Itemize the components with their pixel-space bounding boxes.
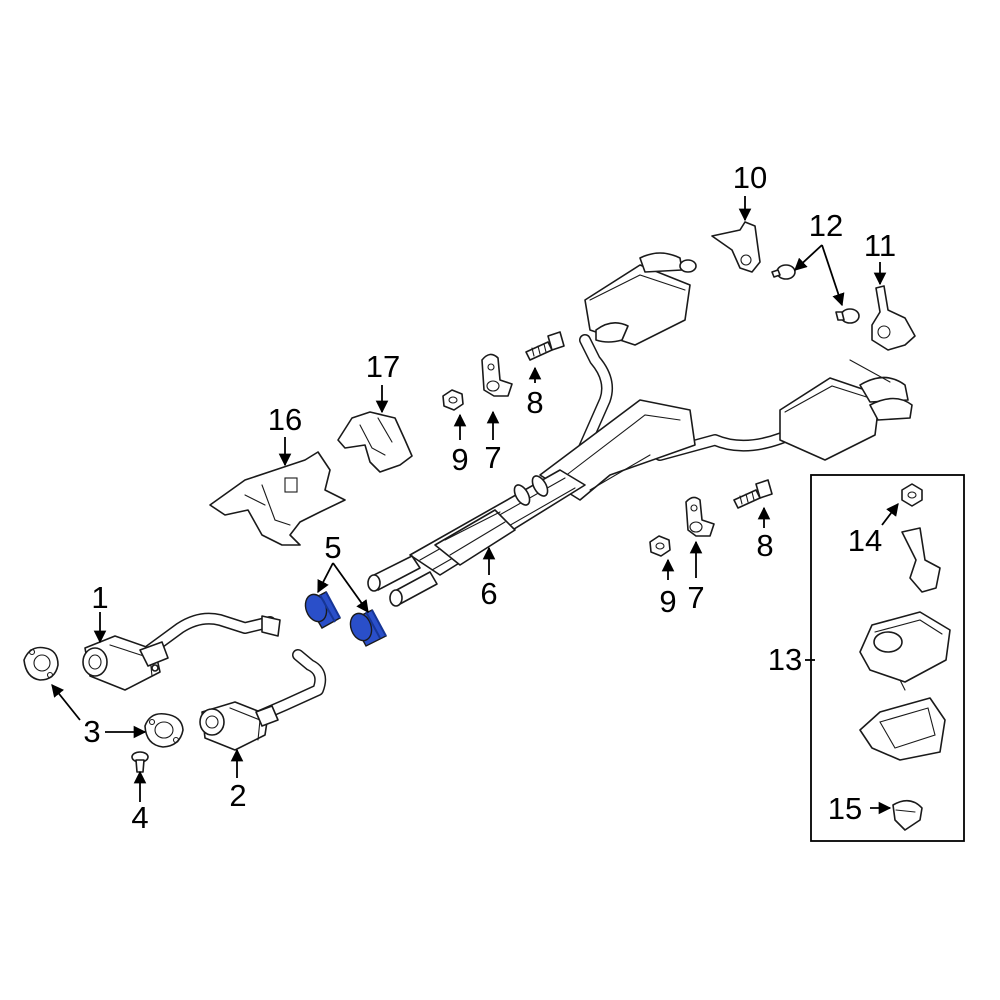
- bolt-12-lower[interactable]: [835, 308, 860, 324]
- inset-bracket[interactable]: [901, 527, 941, 593]
- rear-muffler[interactable]: [779, 359, 913, 461]
- callout-8-upper: 8: [526, 385, 543, 420]
- callout-12: 12: [809, 208, 843, 243]
- callout-13: 13: [768, 642, 802, 677]
- callout-9-upper: 9: [451, 442, 468, 477]
- callout-4: 4: [131, 800, 148, 835]
- bolt-12-upper[interactable]: [771, 264, 796, 280]
- front-muffler[interactable]: [584, 252, 697, 346]
- valve-kit-inset-box: [810, 474, 965, 842]
- inset-nut[interactable]: [901, 483, 923, 507]
- inset-valve-actuator[interactable]: [859, 611, 951, 691]
- exhaust-pipe-assembly[interactable]: [367, 334, 806, 607]
- hanger-lower[interactable]: [685, 496, 715, 537]
- nut-upper[interactable]: [442, 389, 464, 411]
- heat-shield-small[interactable]: [337, 411, 413, 473]
- callout-10: 10: [733, 160, 767, 195]
- callout-3: 3: [83, 714, 100, 749]
- gasket-left[interactable]: [23, 646, 59, 681]
- rear-converter-pipe[interactable]: [199, 649, 327, 751]
- bolt-upper[interactable]: [525, 331, 565, 361]
- bolt-lower[interactable]: [733, 479, 773, 509]
- callout-arrows: [51, 196, 899, 815]
- callout-7-upper: 7: [484, 440, 501, 475]
- muffler-bracket[interactable]: [871, 285, 916, 351]
- front-converter-pipe[interactable]: [82, 612, 281, 691]
- callout-2: 2: [229, 778, 246, 813]
- gasket-right[interactable]: [144, 712, 184, 748]
- callout-16: 16: [268, 402, 302, 437]
- callout-17: 17: [366, 349, 400, 384]
- inset-cap[interactable]: [892, 799, 923, 831]
- callout-11: 11: [864, 228, 896, 263]
- callout-15: 15: [828, 791, 862, 826]
- callout-14: 14: [848, 523, 882, 558]
- nut-lower[interactable]: [649, 535, 671, 557]
- heat-shield-large[interactable]: [209, 451, 346, 546]
- callout-1: 1: [91, 580, 108, 615]
- callout-labels: 1 2 3 4 5 6 7 7 8 8 9 9 10 11 12 13 14 1…: [83, 160, 896, 835]
- callout-9-lower: 9: [659, 584, 676, 619]
- hanger-bracket[interactable]: [711, 221, 761, 273]
- callout-8-lower: 8: [756, 528, 773, 563]
- callout-7-lower: 7: [687, 580, 704, 615]
- inset-valve-cover[interactable]: [859, 697, 946, 761]
- callout-5: 5: [324, 530, 341, 565]
- callout-6: 6: [480, 576, 497, 611]
- clamp-lower[interactable]: [347, 609, 387, 647]
- hanger-upper[interactable]: [481, 353, 513, 397]
- stud[interactable]: [131, 751, 149, 773]
- clamp-upper[interactable]: [302, 591, 341, 629]
